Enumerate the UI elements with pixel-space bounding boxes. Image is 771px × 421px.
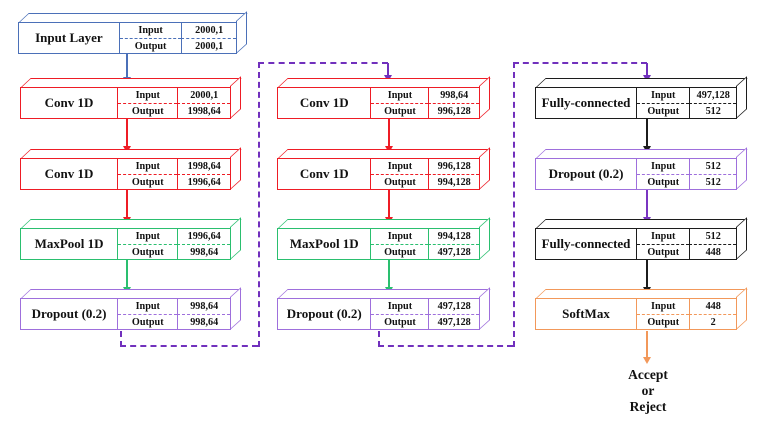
layer-label: Conv 1D: [299, 95, 349, 110]
io-input-value: 512: [689, 229, 736, 244]
layer-block-conv1d: Conv 1D Input 1998,64 Output 1996,64: [20, 147, 242, 190]
io-input-value: 1996,64: [177, 229, 230, 244]
io-input-value: 512: [689, 159, 736, 174]
io-output-label: Output: [637, 314, 690, 329]
layer-block-input: Input Layer Input 2000,1 Output 2000,1: [18, 11, 248, 55]
io-input-label: Input: [135, 90, 160, 101]
layer-block-dropout: Dropout (0.2) Input 497,128 Output 497,1…: [277, 287, 491, 330]
layer-block-softmax: SoftMax Input 448 Output 2: [535, 287, 748, 330]
io-input-label: Input: [135, 301, 160, 312]
output-decision-line: Reject: [629, 399, 667, 414]
io-output-value: 998,64: [177, 314, 230, 329]
flow-arrow-down-icon: [383, 190, 394, 224]
skip-connection-line: [378, 331, 513, 347]
io-output-label: Output: [118, 314, 178, 329]
layer-label: Dropout (0.2): [31, 306, 107, 321]
io-input-value: 1998,64: [177, 159, 230, 174]
io-input-label: Input: [387, 161, 413, 172]
layer-block-conv1d: Conv 1D Input 998,64 Output 996,128: [277, 76, 491, 119]
layer-label: Dropout (0.2): [548, 166, 624, 181]
layer-label: MaxPool 1D: [289, 236, 359, 251]
layer-label: MaxPool 1D: [34, 236, 104, 251]
io-input-label: Input: [651, 231, 676, 242]
flow-arrow-down-icon: [121, 119, 132, 153]
io-input-label: Input: [138, 25, 163, 36]
output-decision-text: Accept or Reject: [601, 367, 695, 415]
io-output-value: 448: [689, 244, 736, 259]
io-input-value: 448: [689, 299, 736, 314]
layer-block-maxpool: MaxPool 1D Input 994,128 Output 497,128: [277, 217, 491, 260]
layer-label: Conv 1D: [44, 95, 94, 110]
skip-connection-line: [120, 331, 258, 347]
flow-arrow-down-icon: [121, 260, 132, 294]
io-output-value: 1998,64: [177, 103, 230, 118]
io-input-label: Input: [387, 301, 413, 312]
skip-connection-line: [258, 62, 388, 347]
io-output-value: 998,64: [177, 244, 230, 259]
layer-label: Dropout (0.2): [286, 306, 362, 321]
skip-connection-arrow-icon: [641, 63, 652, 82]
layer-label: SoftMax: [562, 306, 610, 321]
io-input-value: 994,128: [428, 229, 479, 244]
io-input-value: 497,128: [428, 299, 479, 314]
layer-block-conv1d: Conv 1D Input 996,128 Output 994,128: [277, 147, 491, 190]
flow-arrow-down-icon: [121, 54, 132, 84]
flow-arrow-down-icon: [641, 331, 652, 364]
io-output-value: 994,128: [428, 174, 479, 189]
flow-arrow-down-icon: [121, 190, 132, 224]
io-input-value: 998,64: [177, 299, 230, 314]
flow-arrow-down-icon: [383, 260, 394, 294]
io-output-value: 512: [689, 103, 736, 118]
io-input-label: Input: [135, 231, 160, 242]
layer-block-dropout: Dropout (0.2) Input 998,64 Output 998,64: [20, 287, 242, 330]
layer-label: Conv 1D: [44, 166, 94, 181]
layer-block-maxpool: MaxPool 1D Input 1996,64 Output 998,64: [20, 217, 242, 260]
io-input-value: 998,64: [428, 88, 479, 103]
io-output-label: Output: [637, 244, 690, 259]
io-input-value: 996,128: [428, 159, 479, 174]
io-output-label: Output: [118, 244, 178, 259]
output-decision-line: Accept: [628, 367, 668, 382]
io-input-label: Input: [651, 90, 676, 101]
skip-connection-arrow-icon: [382, 63, 393, 82]
layer-label: Input Layer: [35, 30, 103, 45]
io-input-value: 2000,1: [177, 88, 230, 103]
layer-block-fully-connected: Fully-connected Input 497,128 Output 512: [535, 76, 748, 119]
io-input-label: Input: [651, 301, 676, 312]
io-output-label: Output: [371, 103, 429, 118]
io-output-label: Output: [118, 103, 178, 118]
io-output-label: Output: [118, 174, 178, 189]
io-output-label: Output: [371, 174, 429, 189]
output-decision-line: or: [641, 383, 655, 398]
io-output-label: Output: [371, 244, 429, 259]
io-output-label: Output: [637, 174, 690, 189]
io-input-value: 2000,1: [181, 23, 236, 38]
io-output-label: Output: [637, 103, 690, 118]
io-input-label: Input: [651, 161, 676, 172]
skip-connection-line: [513, 62, 647, 347]
io-output-label: Output: [119, 38, 182, 53]
io-input-label: Input: [387, 90, 413, 101]
layer-label: Fully-connected: [541, 236, 631, 251]
io-output-value: 2000,1: [181, 38, 236, 53]
layer-block-conv1d: Conv 1D Input 2000,1 Output 1998,64: [20, 76, 242, 119]
layer-label: Fully-connected: [541, 95, 631, 110]
io-output-label: Output: [371, 314, 429, 329]
io-input-label: Input: [135, 161, 160, 172]
layer-label: Conv 1D: [299, 166, 349, 181]
io-output-value: 996,128: [428, 103, 479, 118]
layer-block-fully-connected: Fully-connected Input 512 Output 448: [535, 217, 748, 260]
layer-block-dropout: Dropout (0.2) Input 512 Output 512: [535, 147, 748, 190]
io-output-value: 1996,64: [177, 174, 230, 189]
io-output-value: 2: [689, 314, 736, 329]
io-input-label: Input: [387, 231, 413, 242]
io-output-value: 512: [689, 174, 736, 189]
io-input-value: 497,128: [689, 88, 736, 103]
io-output-value: 497,128: [428, 244, 479, 259]
io-output-value: 497,128: [428, 314, 479, 329]
flow-arrow-down-icon: [383, 119, 394, 153]
